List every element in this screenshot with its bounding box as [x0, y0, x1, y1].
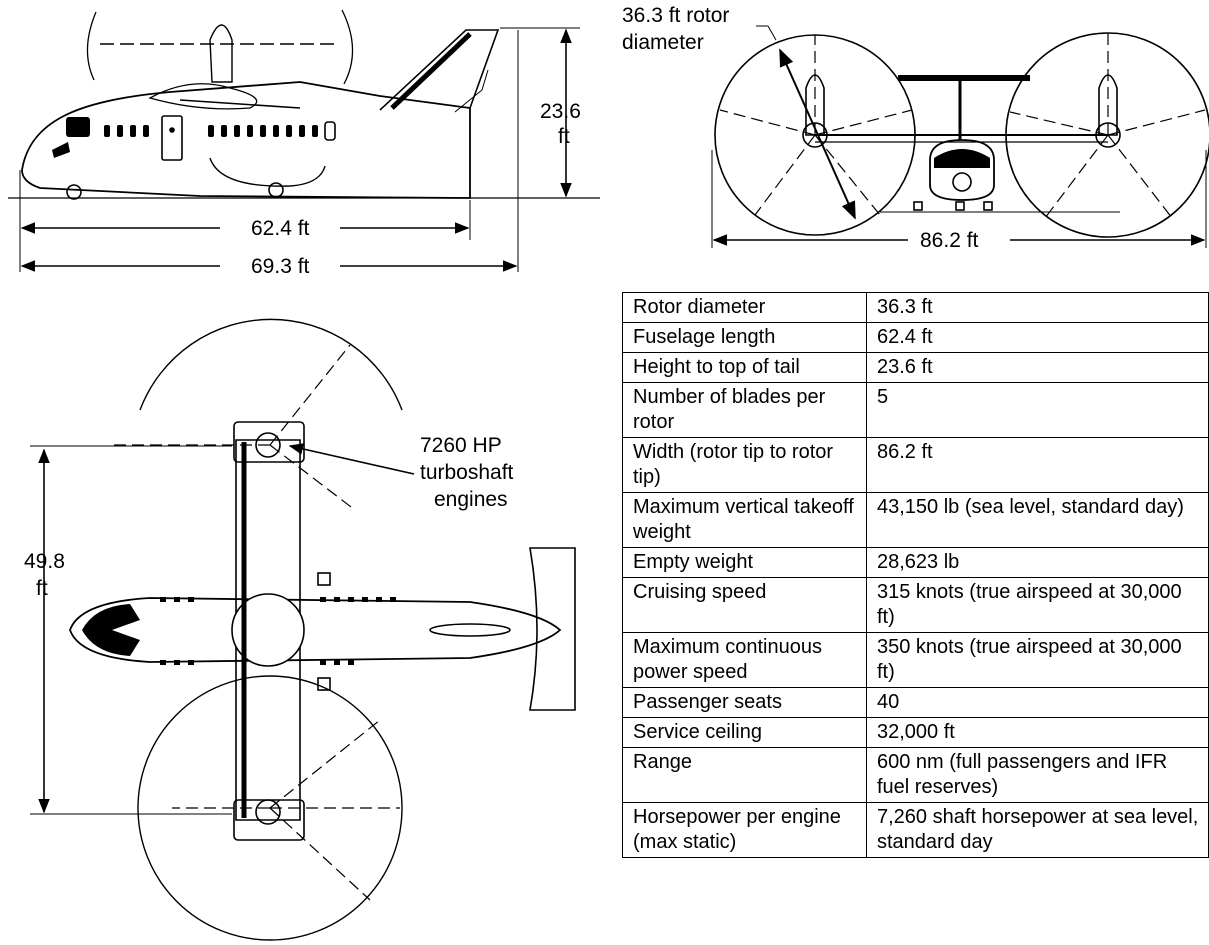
spec-parameter: Width (rotor tip to rotor tip) — [622, 437, 867, 493]
spec-value: 23.6 ft — [866, 352, 1209, 383]
top-view — [30, 318, 576, 941]
side-door — [161, 115, 183, 161]
front-width-label: 86.2 ft — [920, 229, 979, 252]
front-fuselage — [929, 139, 995, 201]
spec-value: 32,000 ft — [866, 717, 1209, 748]
spec-parameter: Range — [622, 747, 867, 803]
side-height-label-1: 23.6 — [540, 100, 581, 123]
top-fuselage — [69, 597, 562, 663]
top-span-label-2: ft — [36, 577, 48, 600]
side-nose-wheel — [66, 184, 82, 200]
spec-value: 86.2 ft — [866, 437, 1209, 493]
spec-parameter: Maximum continuous power speed — [622, 632, 867, 688]
side-tail-fin — [379, 29, 500, 111]
spec-parameter: Empty weight — [622, 547, 867, 578]
spec-parameter: Fuselage length — [622, 322, 867, 353]
rotor-diameter-label-2: diameter — [622, 31, 704, 54]
side-fuselage-length-label: 62.4 ft — [251, 217, 310, 240]
spec-parameter: Service ceiling — [622, 717, 867, 748]
engine-label-1: 7260 HP — [420, 434, 502, 457]
top-tail — [529, 547, 576, 711]
spec-value: 315 knots (true airspeed at 30,000 ft) — [866, 577, 1209, 633]
table-row: Horsepower per engine (max static)7,260 … — [622, 802, 1209, 858]
front-view — [711, 25, 1209, 248]
table-row: Width (rotor tip to rotor tip)86.2 ft — [622, 437, 1209, 493]
engine-label-3: engines — [434, 488, 508, 511]
spec-value: 43,150 lb (sea level, standard day) — [866, 492, 1209, 548]
spec-parameter: Number of blades per rotor — [622, 382, 867, 438]
spec-parameter: Horsepower per engine (max static) — [622, 802, 867, 858]
side-main-wheel — [268, 182, 284, 198]
spec-parameter: Cruising speed — [622, 577, 867, 633]
spec-value: 350 knots (true airspeed at 30,000 ft) — [866, 632, 1209, 688]
side-height-label-2: ft — [558, 125, 570, 148]
spec-value: 28,623 lb — [866, 547, 1209, 578]
spec-value: 600 nm (full passengers and IFR fuel res… — [866, 747, 1209, 803]
top-span-label-1: 49.8 — [24, 550, 65, 573]
spec-parameter: Rotor diameter — [622, 292, 867, 323]
side-overall-length-label: 69.3 ft — [251, 255, 310, 278]
spec-value: 36.3 ft — [866, 292, 1209, 323]
spec-parameter: Height to top of tail — [622, 352, 867, 383]
spec-parameter: Passenger seats — [622, 687, 867, 718]
engine-label-2: turboshaft — [420, 461, 514, 484]
spec-value: 40 — [866, 687, 1209, 718]
spec-value: 7,260 shaft horsepower at sea level, sta… — [866, 802, 1209, 858]
spec-value: 62.4 ft — [866, 322, 1209, 353]
side-nacelle — [209, 24, 233, 83]
spec-value: 5 — [866, 382, 1209, 438]
top-lower-rotor-disc — [137, 675, 403, 941]
side-windows — [52, 117, 318, 158]
side-fuselage — [21, 81, 471, 199]
side-view — [8, 9, 600, 272]
spec-parameter: Maximum vertical takeoff weight — [622, 492, 867, 548]
rotor-diameter-label-1: 36.3 ft rotor — [622, 4, 729, 27]
top-upper-rotor-arc — [139, 318, 403, 411]
